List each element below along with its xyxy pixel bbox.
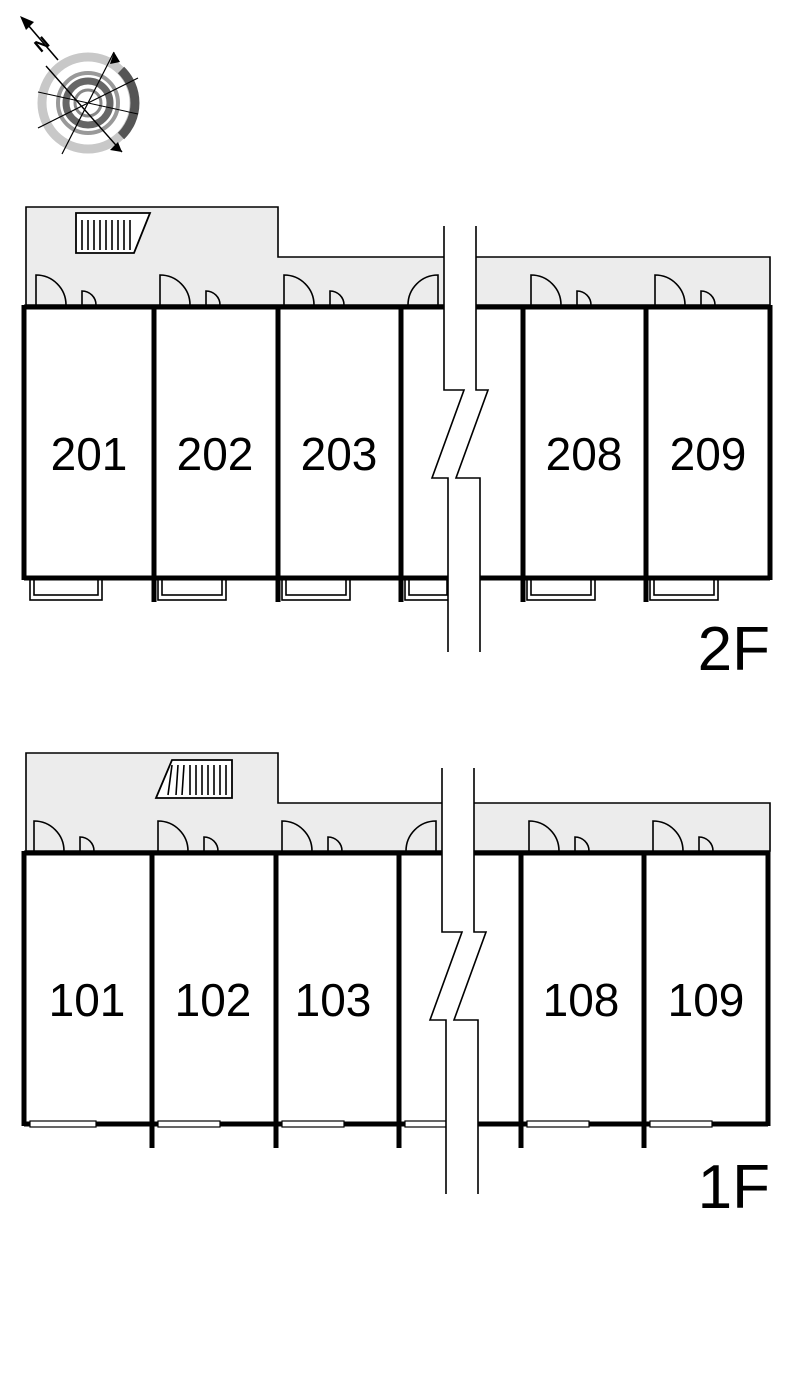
floor-label-2f: 2F — [698, 615, 770, 684]
unit-202: 202 — [177, 428, 254, 480]
balconies-2f — [29, 578, 719, 601]
unit-108: 108 — [543, 974, 620, 1026]
corridor-1f — [25, 752, 771, 852]
staircase-2f-icon — [75, 212, 152, 254]
north-label: N — [31, 33, 54, 57]
unit-109: 109 — [668, 974, 745, 1026]
unit-203: 203 — [301, 428, 378, 480]
floor-2f: 201 202 203 208 209 2F — [21, 206, 773, 684]
unit-209: 209 — [670, 428, 747, 480]
unit-103: 103 — [295, 974, 372, 1026]
compass-rose-icon: N — [20, 16, 140, 155]
unit-102: 102 — [175, 974, 252, 1026]
unit-208: 208 — [546, 428, 623, 480]
unit-201: 201 — [51, 428, 128, 480]
windows-1f — [29, 1120, 713, 1128]
unit-101: 101 — [49, 974, 126, 1026]
doors-1f — [33, 820, 714, 852]
floor-1f: 101 102 103 108 109 1F — [21, 752, 771, 1222]
doors-2f — [35, 274, 716, 306]
break-line-2f — [430, 226, 490, 652]
staircase-1f-icon — [154, 759, 233, 799]
break-line-1f — [428, 768, 488, 1194]
floor-label-1f: 1F — [698, 1153, 770, 1222]
